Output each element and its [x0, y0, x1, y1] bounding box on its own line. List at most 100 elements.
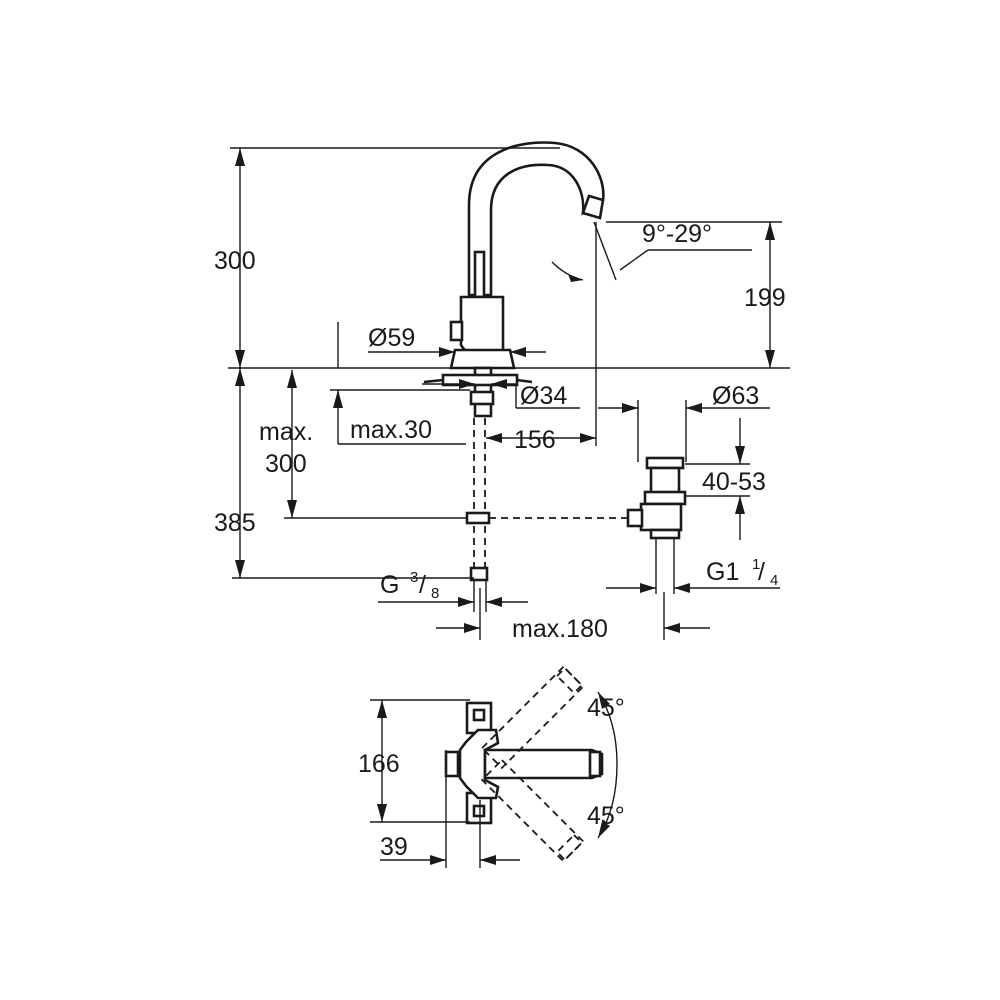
arrow	[235, 148, 245, 166]
plan-spout-arm	[483, 748, 604, 780]
label-waste-diameter: Ø63	[712, 382, 759, 410]
label-rod-max-length: max.180	[512, 615, 608, 643]
label-clamp-max: max.30	[350, 416, 432, 444]
arrow	[287, 370, 297, 388]
arrow	[480, 855, 496, 865]
waste-valve	[626, 456, 687, 540]
arrow	[486, 433, 502, 443]
label-total-height: 300	[214, 247, 256, 275]
arrow	[598, 692, 610, 709]
shank-nut	[469, 390, 495, 406]
waste-valve-pivot-housing	[639, 502, 683, 532]
arrow	[598, 821, 610, 838]
label-waste-thread-num: 1	[752, 556, 760, 573]
arrow	[439, 347, 455, 357]
dim-rod-max-length: max.180	[436, 588, 710, 643]
dim-plan-depth: 166	[358, 699, 470, 823]
arrow	[735, 496, 745, 514]
faucet-base-flange	[449, 348, 516, 370]
arrow	[377, 700, 387, 718]
arrow	[464, 623, 480, 633]
waste-valve-nut	[643, 490, 687, 506]
faucet-handle-block	[459, 295, 505, 359]
plan-bracket-bottom-hole	[472, 804, 486, 818]
arrow	[735, 446, 745, 464]
label-waste-thread-den: 4	[770, 572, 778, 589]
fraction-slash: /	[758, 558, 765, 586]
plan-swivel-ghost-lower	[480, 758, 585, 863]
arrow	[430, 855, 446, 865]
dim-waste-thread: G1 1 / 4	[606, 538, 780, 594]
angle-leader	[619, 249, 649, 271]
arrow	[486, 597, 502, 607]
faucet-lever-tab	[449, 320, 464, 342]
dim-waste-diameter: Ø63	[598, 382, 770, 462]
arrow	[622, 403, 638, 413]
label-swivel-angle-lower: 45°	[587, 802, 625, 830]
arrow	[674, 583, 690, 593]
clamp-plate-left-edge	[423, 378, 444, 384]
plan-swivel-ghost-upper	[480, 665, 585, 770]
label-deck-thickness-prefix: max.	[259, 418, 313, 446]
dim-deck-thickness: max. 300	[259, 370, 467, 519]
arrow	[510, 347, 526, 357]
arrow	[765, 222, 775, 240]
label-spout-angle: 9°-29°	[642, 220, 712, 248]
supply-hose-connector	[469, 566, 489, 582]
waste-valve-top-cap	[645, 456, 685, 470]
arrow	[235, 350, 245, 368]
label-spout-reach: 156	[514, 426, 556, 454]
spout-aerator	[581, 194, 605, 220]
dim-shank-diameter: Ø34	[422, 379, 580, 410]
waste-valve-pivot-nut	[626, 508, 644, 528]
label-connection-thread-den: 8	[431, 585, 439, 602]
arrow	[458, 597, 474, 607]
label-plan-depth: 166	[358, 750, 400, 778]
label-shank-diameter: Ø34	[520, 382, 567, 410]
arrow	[333, 390, 343, 408]
faucet-spout	[467, 141, 605, 297]
dim-waste-height: 40-53	[685, 418, 766, 540]
label-plan-offset: 39	[380, 833, 408, 861]
dim-base-diameter: Ø59	[337, 322, 546, 368]
dim-connection-thread: G 3 / 8	[378, 569, 528, 612]
arrow	[491, 379, 507, 389]
dim-clamp-max: max.30	[330, 389, 470, 445]
waste-valve-tailpiece	[649, 528, 681, 540]
dim-spout-reach: 156	[486, 222, 597, 454]
label-connection-thread-num: 3	[410, 569, 418, 586]
label-swivel-angle-upper: 45°	[587, 694, 625, 722]
label-waste-height: 40-53	[702, 468, 766, 496]
dim-plan-offset: 39	[380, 750, 520, 868]
dim-swivel-angle-lower: 45°	[587, 763, 625, 839]
label-connection-thread: G	[380, 571, 399, 599]
arrow	[377, 804, 387, 822]
dim-spout-height: 199	[606, 221, 786, 368]
faucet-body	[423, 141, 632, 582]
arrow	[664, 623, 680, 633]
label-waste-thread: G1	[706, 558, 739, 586]
dim-total-height: 300	[214, 147, 560, 368]
angle-ray	[593, 221, 617, 281]
fraction-slash: /	[419, 571, 426, 599]
arrow	[235, 560, 245, 578]
clamp-plate-right-edge	[516, 378, 533, 384]
arrow	[640, 583, 656, 593]
plan-spout-tip	[588, 750, 602, 778]
arrow	[580, 433, 596, 443]
label-below-deck-total: 385	[214, 509, 256, 537]
label-deck-thickness-value: 300	[265, 450, 307, 478]
arrow	[459, 379, 475, 389]
plan-body	[458, 728, 500, 800]
label-spout-height: 199	[744, 284, 786, 312]
arrow	[686, 403, 702, 413]
plan-body-side-tab	[444, 750, 460, 778]
arrow	[568, 274, 583, 282]
angle-arc	[551, 261, 584, 281]
label-base-diameter: Ø59	[368, 324, 415, 352]
plan-bracket-top-hole	[472, 708, 486, 722]
dim-swivel-angle-upper: 45°	[587, 691, 625, 765]
faucet-lever-rod	[473, 250, 486, 299]
plan-view: 166 39 45° 45°	[358, 665, 625, 868]
